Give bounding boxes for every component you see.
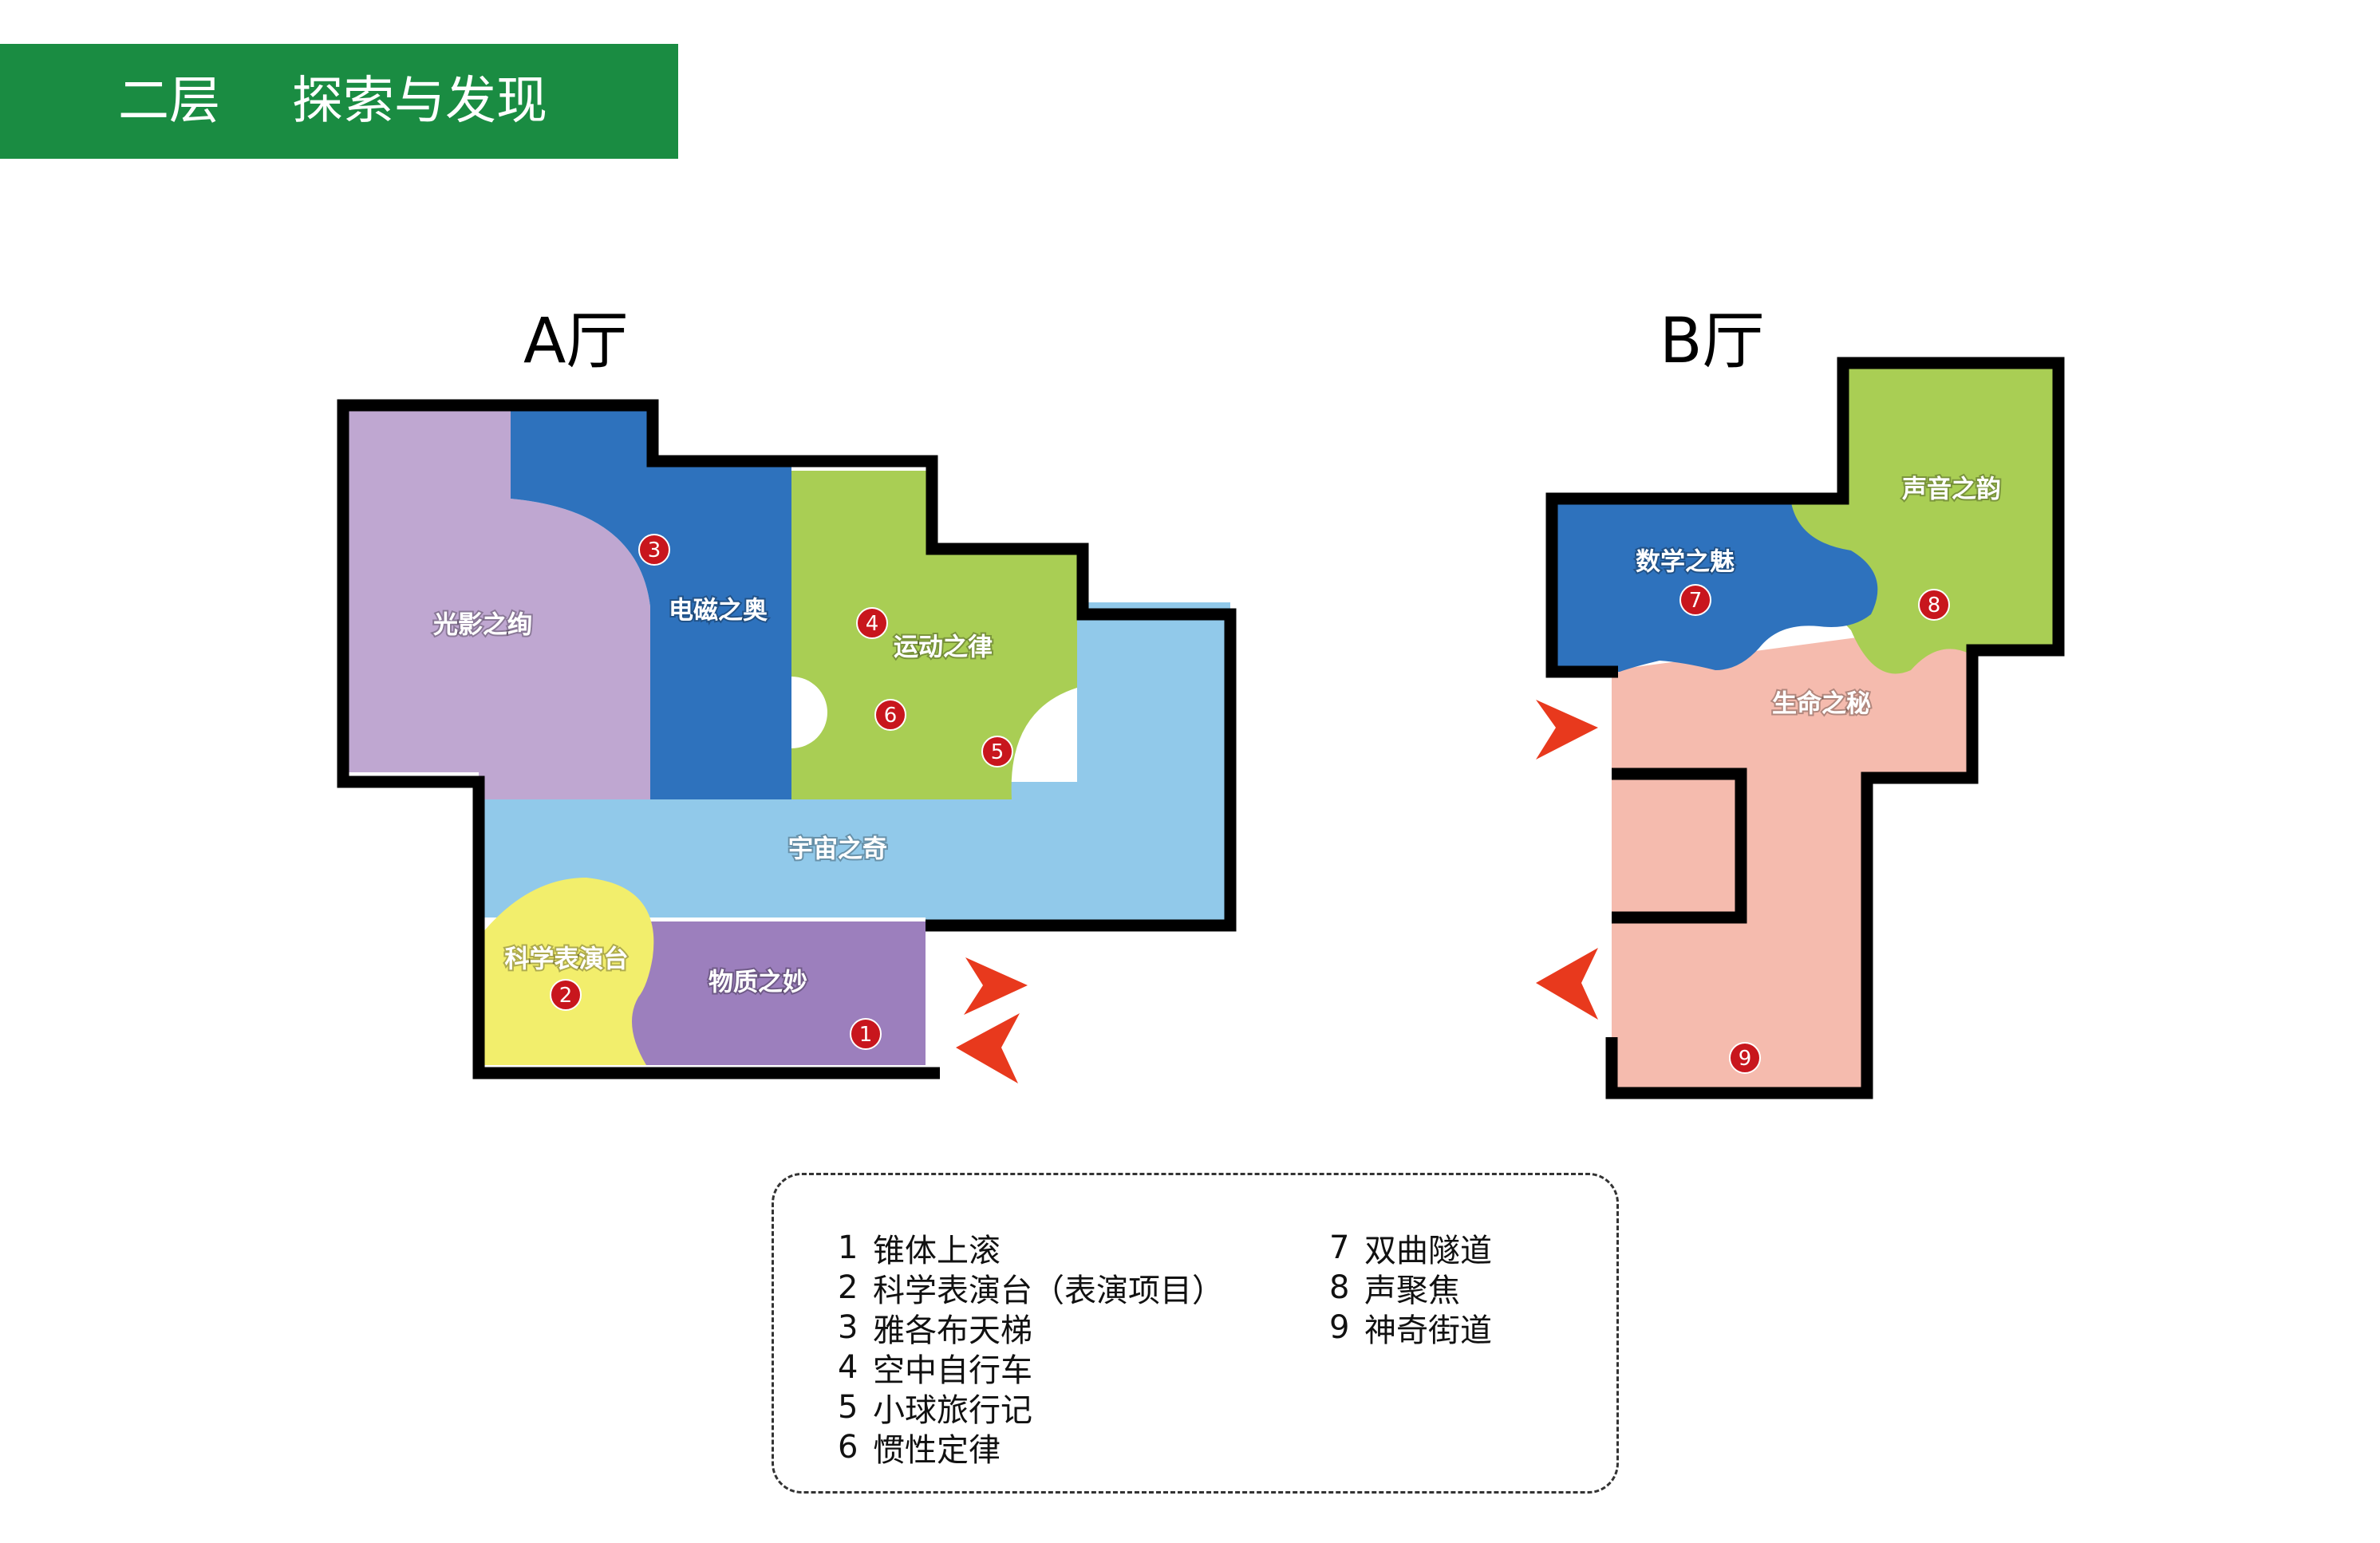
exhibit-marker-8[interactable]: 8	[1918, 589, 1950, 621]
zone-kexue[interactable]	[479, 878, 654, 1065]
svg-text:9: 9	[1739, 1047, 1752, 1071]
exhibit-marker-2[interactable]: 2	[550, 979, 582, 1011]
zone-yuzhou[interactable]	[479, 602, 1230, 925]
exhibit-marker-1[interactable]: 1	[850, 1018, 882, 1050]
zone-guangying[interactable]	[343, 405, 650, 799]
zone-shuxue[interactable]	[1556, 503, 1878, 672]
svg-text:6: 6	[884, 704, 898, 728]
hall-a-title: A厅	[523, 306, 629, 377]
svg-text:3: 3	[648, 539, 661, 562]
svg-text:5: 5	[991, 740, 1004, 764]
zone-label-yuzhou: 宇宙之奇	[788, 835, 887, 864]
zone-label-guangying: 光影之绚	[433, 611, 532, 640]
zone-label-dianci: 电磁之奥	[669, 597, 768, 625]
svg-text:2: 2	[559, 984, 573, 1008]
zone-label-shuxue: 数学之魅	[1636, 548, 1735, 577]
svg-text:8: 8	[1928, 594, 1941, 618]
exhibit-marker-4[interactable]: 4	[856, 607, 888, 639]
zone-label-shengyin: 声音之韵	[1902, 476, 2001, 504]
svg-text:1: 1	[859, 1023, 873, 1047]
hall-b-wall-upper	[1545, 357, 2065, 1099]
entrance-arrow-a-upper	[964, 957, 1028, 1015]
zone-label-kexue: 科学表演台	[505, 945, 629, 974]
zone-label-shengming: 生命之秘	[1772, 690, 1871, 719]
exhibit-marker-9[interactable]: 9	[1729, 1042, 1761, 1074]
exhibit-marker-3[interactable]: 3	[638, 534, 670, 566]
hall-b-wall-stub	[1612, 768, 1747, 924]
entrance-arrow-b-lower	[1536, 948, 1598, 1020]
svg-text:7: 7	[1689, 589, 1703, 613]
floor-theme-title: 探索与发现	[292, 72, 547, 131]
svg-text:4: 4	[866, 612, 879, 636]
exhibit-marker-5[interactable]: 5	[981, 736, 1013, 768]
exhibit-marker-7[interactable]: 7	[1679, 584, 1711, 616]
hall-b-plan	[1545, 357, 2065, 1099]
zone-shengyin[interactable]	[1787, 365, 2058, 674]
zone-dianci[interactable]	[511, 405, 791, 799]
zone-label-wuzhi: 物质之妙	[708, 969, 807, 997]
hall-b-title: B厅	[1660, 306, 1765, 377]
header-banner: 二层 探索与发现	[0, 44, 678, 159]
entrance-arrow-a-lower	[956, 1013, 1020, 1083]
floor-label: 二层	[118, 72, 220, 131]
entrance-arrow-b-upper	[1536, 700, 1598, 760]
exhibit-marker-6[interactable]: 6	[874, 699, 906, 731]
zone-shengming[interactable]	[1612, 622, 1971, 1089]
hall-a-wall	[337, 399, 1237, 1079]
zone-label-yundong: 运动之律	[894, 633, 993, 662]
